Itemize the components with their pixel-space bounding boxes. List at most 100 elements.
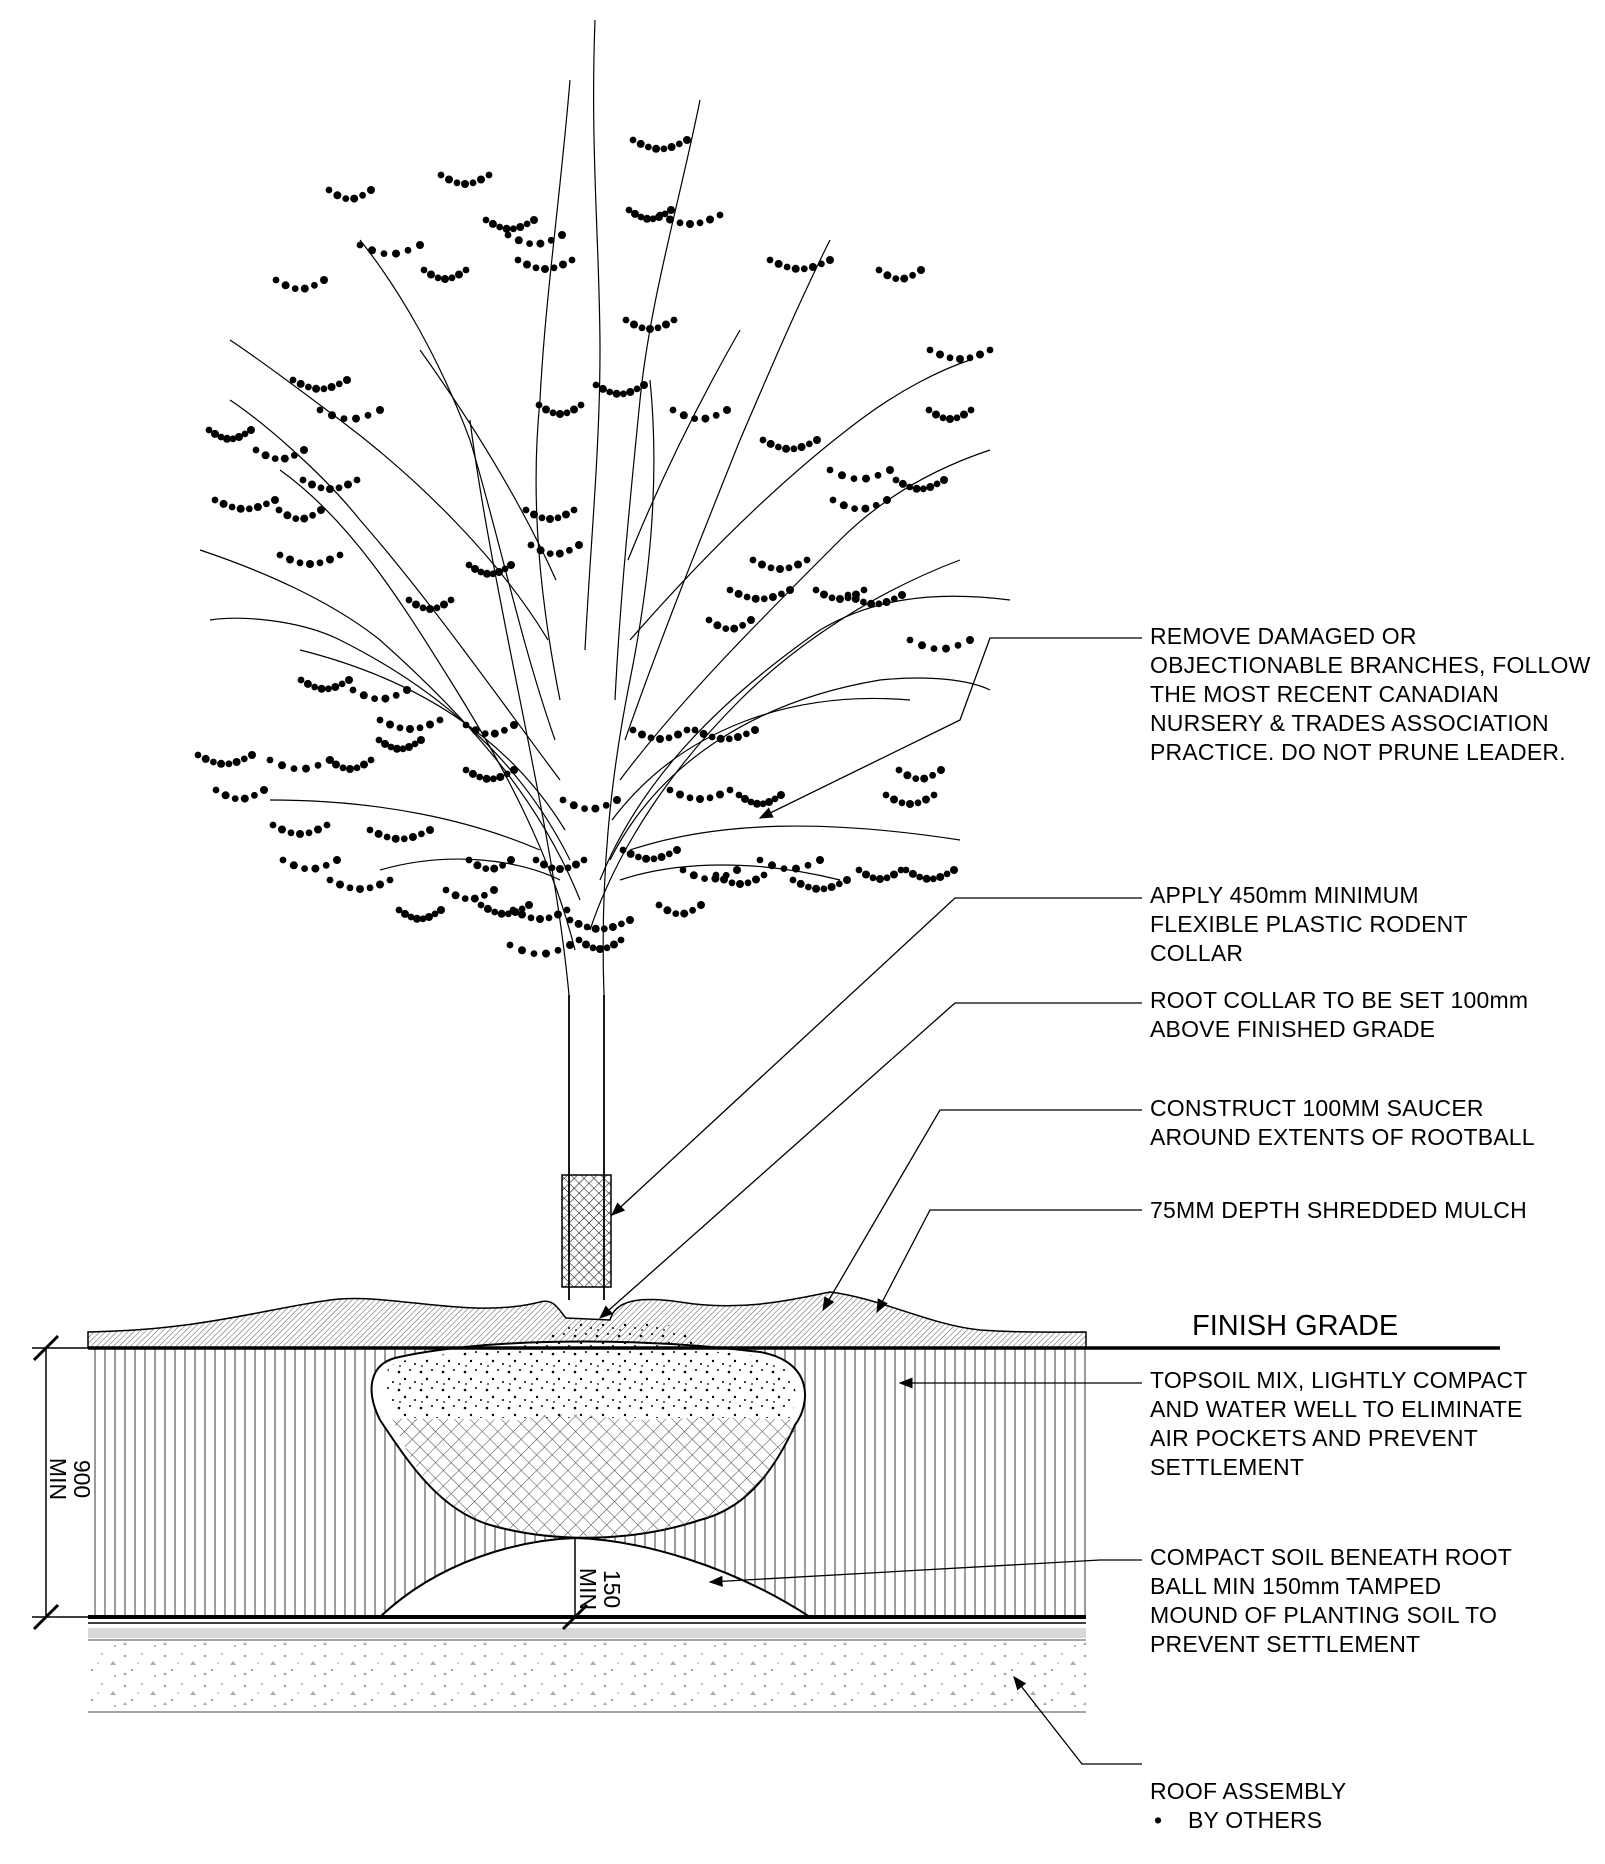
leaf-dot	[828, 594, 836, 602]
leaf-dot	[617, 936, 625, 944]
leaf-dot	[933, 480, 941, 488]
leaf-dot	[918, 641, 926, 650]
leaf-dot	[335, 380, 343, 388]
leaf-dot	[286, 555, 294, 564]
leaf-dot	[419, 604, 427, 612]
leaf-dot	[223, 434, 231, 443]
mound-dimension	[561, 1538, 589, 1631]
leaf-dot	[654, 324, 662, 332]
leaf-dot	[613, 796, 621, 804]
leaf-dot	[481, 891, 488, 899]
leaf-dot	[514, 256, 522, 264]
leader-root-collar	[598, 1002, 1142, 1319]
leaf-dot	[686, 794, 694, 802]
leaf-dot	[240, 755, 248, 763]
leaf-dot	[433, 604, 441, 612]
leaf-dot	[393, 744, 401, 753]
leaf-dot	[287, 829, 295, 837]
leaf-dot	[626, 849, 635, 858]
leaf-dot	[665, 850, 673, 858]
leaf-dot	[930, 645, 938, 652]
leaf-dot	[336, 880, 344, 889]
leaf-dot	[612, 389, 621, 398]
leaf-dot	[725, 735, 733, 743]
leaf-dot	[387, 743, 395, 751]
leaf-dot	[426, 720, 434, 729]
leaf-dot	[219, 499, 228, 508]
mound-dimension-unit: MIN	[575, 1567, 601, 1611]
leaf-dot	[349, 686, 357, 694]
leaf-dot	[434, 274, 442, 282]
leaf-dot	[930, 875, 937, 883]
leaf-dot	[211, 429, 219, 438]
leader-saucer	[822, 1109, 1142, 1312]
leaf-dot	[455, 270, 463, 279]
leaf-dot	[946, 354, 954, 362]
leader-lines	[598, 637, 1142, 1765]
roof-assembly	[88, 1615, 1086, 1713]
leaf-dot	[465, 856, 473, 864]
leaf-dot	[908, 869, 917, 878]
leaf-dot	[308, 480, 316, 489]
leaf-dot	[898, 799, 906, 807]
leaf-dot	[812, 884, 821, 893]
leaf-dot	[820, 590, 828, 599]
leaf-dot	[332, 760, 340, 769]
leaf-dot	[340, 415, 348, 422]
leaf-dot	[920, 774, 929, 783]
leaf-dot	[559, 260, 567, 269]
leaf-dot	[518, 946, 526, 955]
leaf-dot	[496, 773, 505, 781]
leaf-dot	[395, 906, 403, 914]
leaf-dot	[306, 560, 314, 568]
leaf-dot	[946, 415, 954, 423]
leaf-dot	[583, 923, 591, 931]
leaf-dot	[805, 440, 813, 448]
leaf-dot	[722, 871, 730, 879]
leaf-dot	[875, 600, 883, 608]
leaf-dot	[643, 214, 651, 223]
leaf-dot	[697, 901, 705, 909]
leaf-dot	[501, 726, 508, 734]
leaf-dot	[221, 791, 230, 800]
leaf-dot	[328, 411, 336, 420]
leaf-dot	[271, 496, 279, 504]
depth-dimension-unit: MIN	[45, 1457, 71, 1501]
leaf-dot	[278, 825, 286, 834]
leaf-dot	[225, 760, 233, 768]
leaf-dot	[860, 598, 867, 606]
leaf-dot	[453, 179, 461, 187]
leaf-dot	[309, 511, 316, 519]
leaf-dot	[535, 401, 543, 409]
leaf-dot	[743, 593, 751, 601]
leaf-dot	[490, 729, 499, 738]
leaf-dot	[272, 276, 280, 284]
leaf-dot	[516, 223, 525, 231]
leaf-dot	[796, 879, 805, 888]
leaf-dot	[232, 758, 241, 766]
leaf-dot	[733, 866, 741, 874]
leaf-dot	[292, 515, 300, 522]
leaf-dot	[210, 758, 217, 766]
leaf-dot	[468, 769, 477, 778]
leaf-dot	[752, 875, 760, 884]
leaf-dot	[708, 733, 716, 741]
leaf-dot	[323, 821, 331, 829]
leaf-dot	[797, 443, 806, 451]
leaf-dot	[546, 550, 554, 557]
leaf-dot	[522, 506, 530, 514]
leaf-dot	[892, 275, 900, 282]
leaf-dot	[566, 941, 574, 949]
leaf-dot	[730, 624, 739, 633]
leaf-dot	[461, 180, 469, 188]
leaf-dot	[266, 756, 274, 764]
leaf-dot	[568, 256, 576, 264]
leaf-dot	[850, 475, 858, 482]
leaf-dot	[325, 685, 332, 693]
leaf-dot	[401, 909, 409, 918]
leaf-dot	[625, 206, 633, 214]
leaf-dot	[271, 455, 279, 462]
leaf-dot	[316, 406, 324, 414]
leaf-dot	[523, 220, 531, 228]
leader-mulch	[876, 1209, 1142, 1314]
